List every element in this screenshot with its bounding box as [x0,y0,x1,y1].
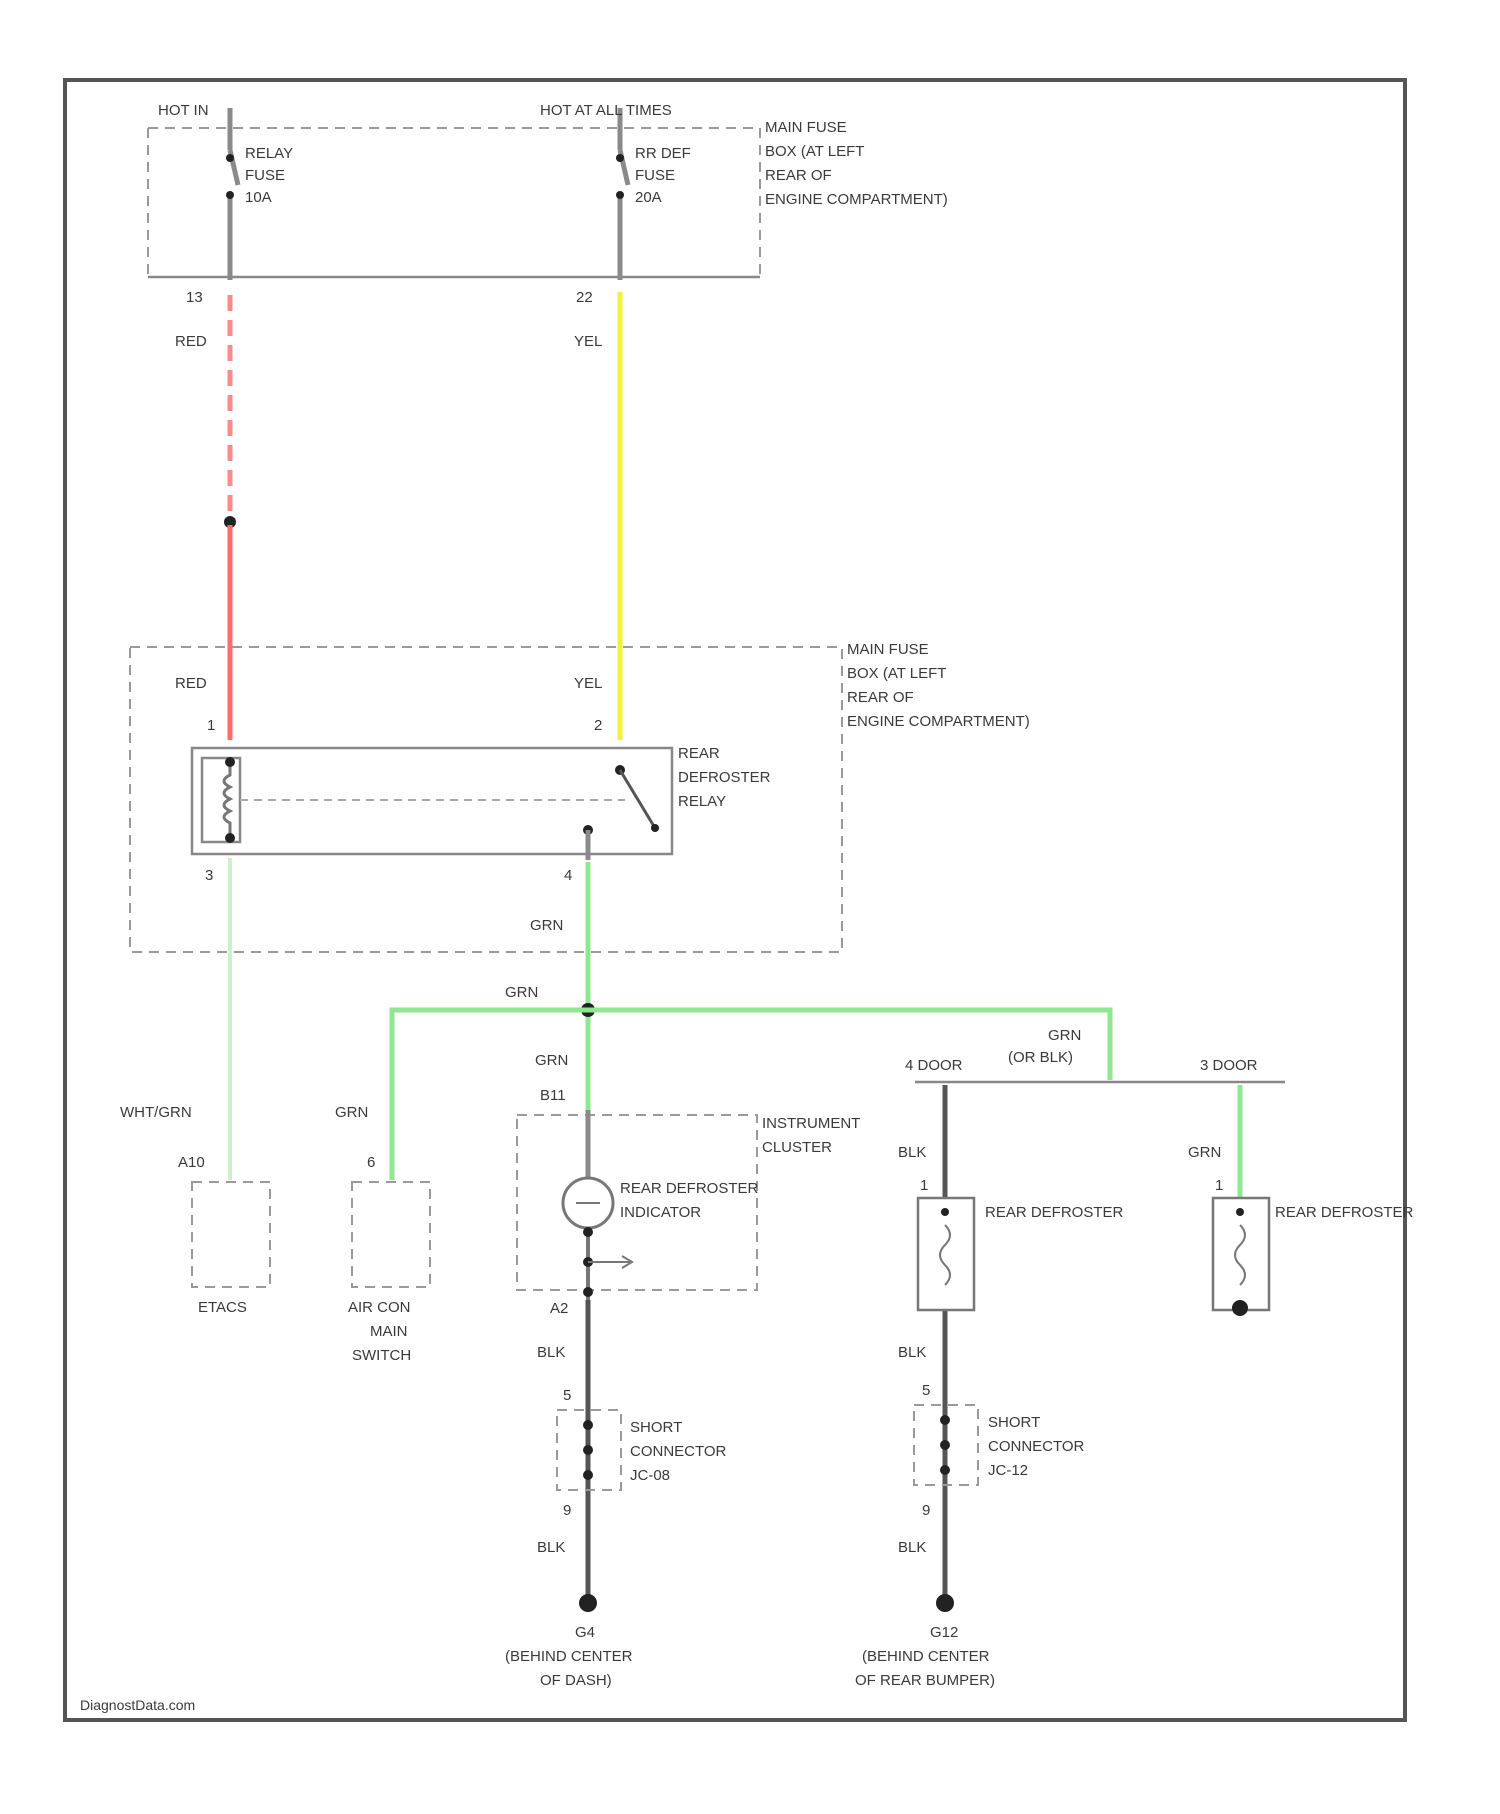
g12-label: G12 [930,1624,958,1641]
watermark: DiagnostData.com [80,1697,195,1713]
ground-g4 [579,1594,597,1612]
main-fuse-box-mid-label-4: ENGINE COMPARTMENT) [847,713,1030,730]
indicator-label-2: INDICATOR [620,1204,701,1221]
indicator-label-1: REAR DEFROSTER [620,1180,759,1197]
pin-2-label: 2 [594,717,602,734]
grn-label-5: GRN [1188,1144,1221,1161]
pin-5-label-a: 5 [563,1387,571,1404]
short-connector-jc12 [914,1405,978,1485]
cluster-label-2: CLUSTER [762,1139,832,1156]
relay-label-1: REAR [678,745,720,762]
pin-3-label: 3 [205,867,213,884]
pin-a2-label: A2 [550,1300,568,1317]
pin-6-label: 6 [367,1154,375,1171]
blk-label-3: BLK [898,1144,926,1161]
relay-fuse-label-2: FUSE [245,167,285,184]
blk-label-2: BLK [537,1539,565,1556]
hot-at-all-times-label: HOT AT ALL TIMES [540,102,672,119]
etacs-label: ETACS [198,1299,247,1316]
main-fuse-box-mid-label-1: MAIN FUSE [847,641,929,658]
green-wire-branch [392,1010,1110,1180]
short-connector-b-label-3: JC-12 [988,1462,1028,1479]
rr-def-fuse-label-3: 20A [635,189,662,206]
g4-label: G4 [575,1624,595,1641]
yellow-wire-label: YEL [574,333,602,350]
grn-label-4: GRN [335,1104,368,1121]
rear-defroster-4-door-label: REAR DEFROSTER [985,1204,1124,1221]
g12-location-1: (BEHIND CENTER [862,1648,990,1665]
grn-label-2: GRN [505,984,538,1001]
grn-label-1: GRN [530,917,563,934]
door-3-label: 3 DOOR [1200,1057,1258,1074]
etacs-module [192,1182,270,1287]
main-fuse-box-top-label-2: BOX (AT LEFT [765,143,864,160]
top-fuse-box [148,108,760,280]
g4-location-1: (BEHIND CENTER [505,1648,633,1665]
pin-4-label: 4 [564,867,572,884]
blk-label-5: BLK [898,1539,926,1556]
relay-label-3: RELAY [678,793,726,810]
pin-22-label: 22 [576,289,593,306]
main-fuse-box-mid-label-2: BOX (AT LEFT [847,665,946,682]
air-con-label-1: AIR CON [348,1299,411,1316]
short-connector-b-label-2: CONNECTOR [988,1438,1085,1455]
pin-b11-label: B11 [540,1087,566,1104]
grn-or-blk-label-2: (OR BLK) [1008,1049,1073,1066]
pin-1-3-door-label: 1 [1215,1177,1223,1194]
blk-label-4: BLK [898,1344,926,1361]
rear-defroster-relay [192,748,672,860]
door-4-label: 4 DOOR [905,1057,963,1074]
wht-grn-label: WHT/GRN [120,1104,192,1121]
blk-label-1: BLK [537,1344,565,1361]
pin-9-label-b: 9 [922,1502,930,1519]
short-connector-a-label-3: JC-08 [630,1467,670,1484]
air-con-main-switch [352,1182,430,1287]
short-connector-a-label-2: CONNECTOR [630,1443,727,1460]
cluster-label-1: INSTRUMENT [762,1115,860,1132]
ground-g12 [936,1594,954,1612]
pin-a10-label: A10 [178,1154,205,1171]
main-fuse-box-top-label-3: REAR OF [765,167,832,184]
g4-location-2: OF DASH) [540,1672,612,1689]
red-wire-label-2: RED [175,675,207,692]
air-con-label-3: SWITCH [352,1347,411,1364]
rr-def-fuse-label-1: RR DEF [635,145,691,162]
grn-label-3: GRN [535,1052,568,1069]
pin-1-label: 1 [207,717,215,734]
rear-defroster-3-door-label: REAR DEFROSTER [1275,1204,1414,1221]
hot-in-label: HOT IN [158,102,209,119]
pin-13-label: 13 [186,289,203,306]
rear-defroster-3-door [1213,1198,1269,1316]
relay-fuse-label-1: RELAY [245,145,293,162]
rear-defroster-4-door [918,1198,974,1310]
relay-label-2: DEFROSTER [678,769,771,786]
instrument-cluster [517,1115,757,1290]
pin-5-label-b: 5 [922,1382,930,1399]
grn-or-blk-label-1: GRN [1048,1027,1081,1044]
red-wire-label: RED [175,333,207,350]
rr-def-fuse-label-2: FUSE [635,167,675,184]
main-fuse-box-top-label-1: MAIN FUSE [765,119,847,136]
main-fuse-box-mid-label-3: REAR OF [847,689,914,706]
pin-1-4-door-label: 1 [920,1177,928,1194]
g12-location-2: OF REAR BUMPER) [855,1672,995,1689]
pin-9-label-a: 9 [563,1502,571,1519]
air-con-label-2: MAIN [370,1323,408,1340]
yellow-wire-label-2: YEL [574,675,602,692]
diagram-frame [65,80,1405,1720]
main-fuse-box-top-label-4: ENGINE COMPARTMENT) [765,191,948,208]
short-connector-b-label-1: SHORT [988,1414,1040,1431]
short-connector-jc08 [557,1410,621,1490]
short-connector-a-label-1: SHORT [630,1419,682,1436]
relay-fuse-label-3: 10A [245,189,272,206]
